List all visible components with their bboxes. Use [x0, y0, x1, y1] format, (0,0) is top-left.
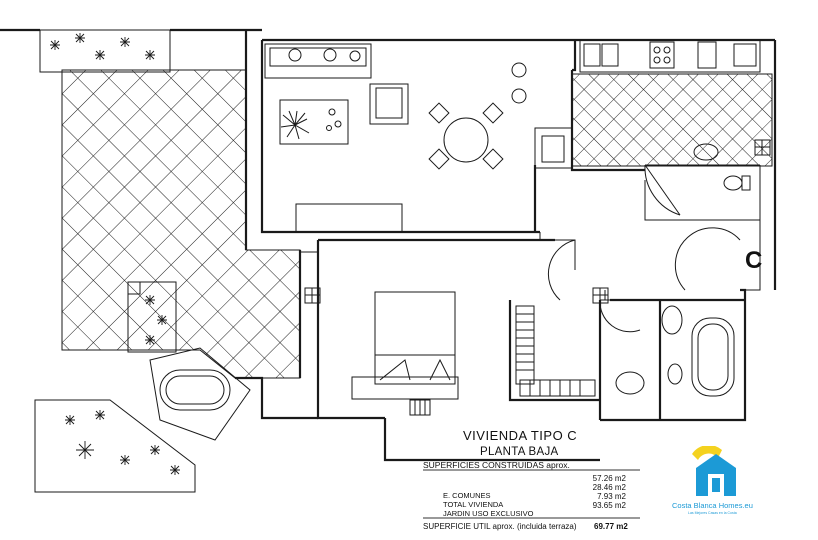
footer-label: SUPERFICIE UTIL aprox. (incluida terraza… — [423, 522, 577, 531]
stools — [511, 62, 527, 104]
rug — [279, 99, 349, 145]
window-markers — [127, 139, 771, 416]
planter-middle — [127, 281, 177, 353]
door-arcs — [547, 227, 741, 333]
company-logo — [692, 446, 736, 496]
plan-title: VIVIENDA TIPO C — [463, 428, 578, 443]
kitchen-tiles — [571, 73, 773, 167]
label-comunes: E. COMUNES — [443, 491, 491, 500]
armchair — [369, 83, 409, 125]
terrace-tiles — [61, 69, 301, 379]
kitchen-counter — [579, 39, 761, 73]
table-rules — [423, 469, 640, 519]
value-3: 7.93 m2 — [597, 492, 626, 501]
plants — [50, 33, 180, 475]
plan-subtitle: PLANTA BAJA — [480, 446, 559, 458]
sideboard — [295, 203, 403, 233]
logo-name: Costa Blanca Homes.eu — [672, 501, 753, 510]
footer-value: 69.77 m2 — [594, 522, 628, 531]
bathroom-2 — [615, 305, 735, 397]
table-header: SUPERFICIES CONSTRUIDAS aprox. — [423, 460, 570, 470]
label-total: TOTAL VIVIENDA — [443, 500, 504, 509]
type-marker: C — [745, 247, 763, 274]
top-garden — [39, 29, 171, 73]
logo-tagline: Las Mejores Casas en la Costa — [688, 511, 737, 515]
bed — [374, 291, 456, 385]
dining-table — [428, 102, 504, 170]
logo-sun — [692, 446, 722, 460]
wardrobe — [515, 305, 596, 397]
sofa — [264, 43, 372, 79]
value-1: 57.26 m2 — [592, 474, 626, 483]
bathroom-1 — [644, 143, 751, 216]
fridge — [534, 127, 573, 169]
nightstand — [351, 376, 459, 400]
bathtub-terrace — [149, 347, 251, 441]
value-4: 93.65 m2 — [592, 501, 626, 510]
label-jardin: JARDIN USO EXCLUSIVO — [443, 509, 534, 518]
value-2: 28.46 m2 — [592, 483, 626, 492]
garden-bottom — [34, 399, 196, 493]
